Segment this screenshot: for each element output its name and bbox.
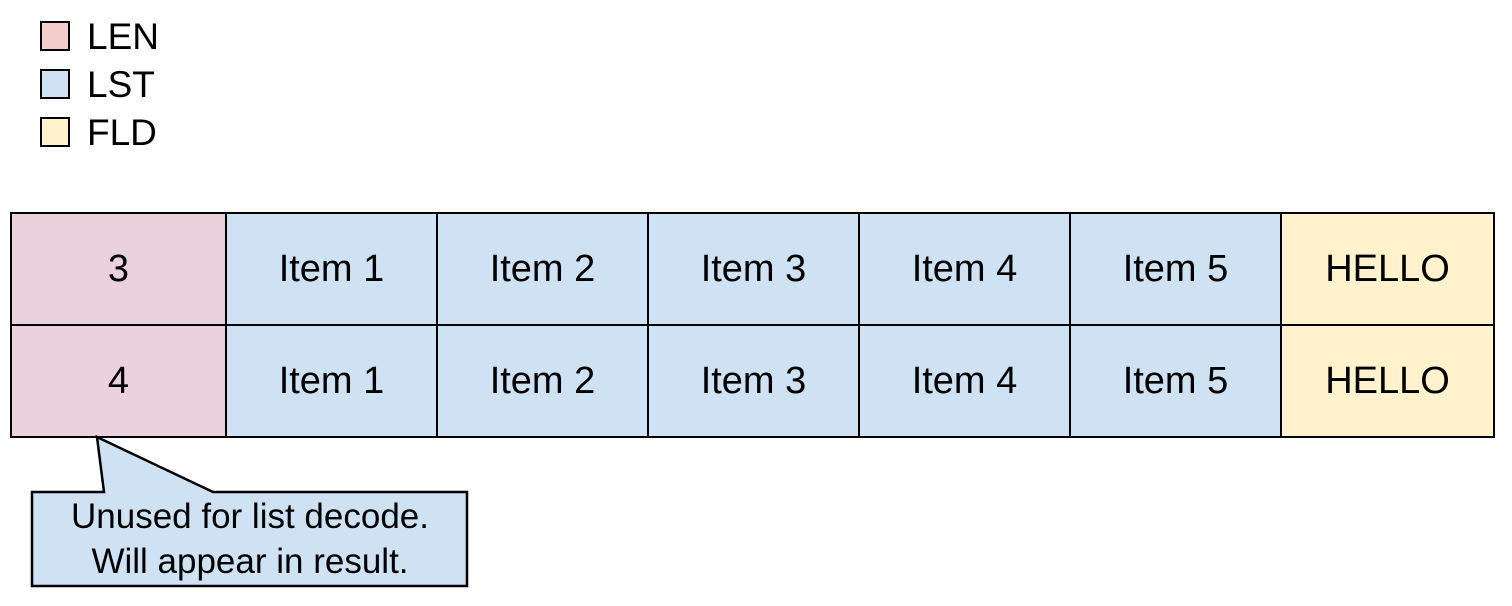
cell-lst: Item 5 — [1069, 324, 1282, 438]
cell-lst: Item 1 — [225, 212, 438, 326]
legend-label-fld: FLD — [87, 111, 157, 153]
legend-item-len: LEN — [40, 12, 159, 60]
callout-note-line1: Unused for list decode. — [71, 497, 429, 536]
lst-color-swatch — [40, 69, 70, 99]
cell-lst: Item 5 — [1069, 212, 1282, 326]
cell-fld: HELLO — [1280, 212, 1495, 326]
cell-len: 3 — [10, 212, 227, 326]
legend: LEN LST FLD — [40, 12, 159, 156]
legend-item-fld: FLD — [40, 108, 159, 156]
table-row: 4 Item 1 Item 2 Item 3 Item 4 Item 5 HEL… — [10, 324, 1495, 438]
cell-len: 4 — [10, 324, 227, 438]
cell-fld: HELLO — [1280, 324, 1495, 438]
len-color-swatch — [40, 21, 70, 51]
table-row: 3 Item 1 Item 2 Item 3 Item 4 Item 5 HEL… — [10, 212, 1495, 326]
legend-item-lst: LST — [40, 60, 159, 108]
cell-lst: Item 2 — [436, 212, 649, 326]
callout-note-line2: Will appear in result. — [91, 542, 409, 581]
fld-color-swatch — [40, 117, 70, 147]
legend-label-len: LEN — [87, 15, 159, 57]
cell-lst: Item 4 — [858, 324, 1071, 438]
cell-lst: Item 3 — [647, 212, 860, 326]
byte-layout-table: 3 Item 1 Item 2 Item 3 Item 4 Item 5 HEL… — [10, 212, 1495, 438]
cell-lst: Item 1 — [225, 324, 438, 438]
legend-label-lst: LST — [87, 63, 155, 105]
cell-lst: Item 2 — [436, 324, 649, 438]
cell-lst: Item 3 — [647, 324, 860, 438]
cell-lst: Item 4 — [858, 212, 1071, 326]
callout-note: Unused for list decode. Will appear in r… — [32, 492, 468, 586]
